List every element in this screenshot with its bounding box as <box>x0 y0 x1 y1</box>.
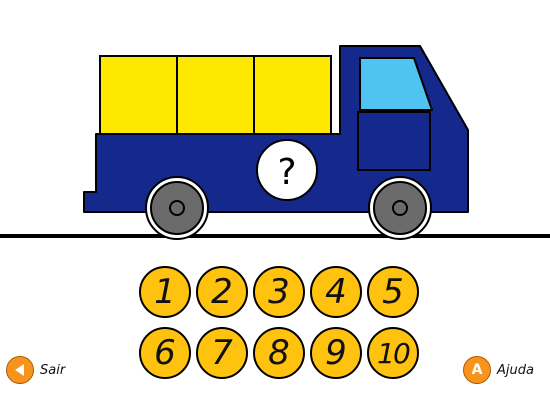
number-button-4[interactable]: 4 <box>310 266 362 318</box>
cargo-box-1 <box>99 55 178 135</box>
number-button-8[interactable]: 8 <box>253 327 305 379</box>
question-mark: ? <box>277 152 296 193</box>
number-button-3[interactable]: 3 <box>253 266 305 318</box>
cargo-box-3 <box>253 55 332 135</box>
number-button-2[interactable]: 2 <box>196 266 248 318</box>
help-label: Ajuda <box>497 362 534 378</box>
number-button-6[interactable]: 6 <box>139 327 191 379</box>
cab-door <box>357 111 431 171</box>
help-button[interactable]: A Ajuda <box>463 356 534 384</box>
number-button-9[interactable]: 9 <box>310 327 362 379</box>
number-button-10[interactable]: 10 <box>367 327 419 379</box>
help-letter-icon: A <box>463 356 491 384</box>
number-button-1[interactable]: 1 <box>139 266 191 318</box>
rear-wheel <box>368 176 432 240</box>
number-button-7[interactable]: 7 <box>196 327 248 379</box>
front-wheel <box>145 176 209 240</box>
triangle-left-icon <box>6 356 34 384</box>
exit-button[interactable]: Sair <box>6 356 65 384</box>
truck-window <box>359 57 433 111</box>
number-button-5[interactable]: 5 <box>367 266 419 318</box>
cargo-box-2 <box>176 55 255 135</box>
question-circle <box>256 139 318 201</box>
exit-label: Sair <box>40 362 66 378</box>
